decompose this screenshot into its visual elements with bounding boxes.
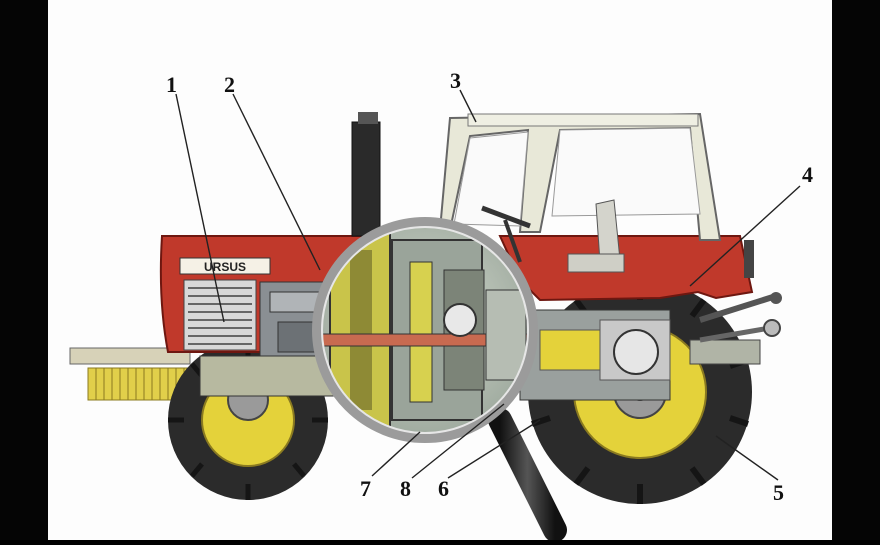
callouts: 1 2 3 4 5 6 7 8 (166, 68, 813, 505)
leader-line-2 (232, 93, 321, 271)
label-1: 1 (166, 72, 177, 97)
leader-lines (175, 89, 801, 481)
label-8: 8 (400, 476, 411, 501)
hood-logo: URSUS (204, 260, 246, 274)
leader-line-5 (715, 435, 779, 481)
label-3: 3 (450, 68, 461, 93)
label-4: 4 (802, 162, 813, 187)
leader-line-6 (447, 419, 541, 479)
leader-line-4 (689, 185, 801, 287)
leader-line-1 (175, 93, 225, 323)
left-letterbox (0, 0, 48, 540)
leader-line-8 (411, 403, 505, 479)
right-letterbox (832, 0, 880, 540)
transmission-housing (469, 309, 671, 401)
label-7: 7 (360, 476, 371, 501)
label-5: 5 (773, 480, 784, 505)
exhaust-pipe (351, 112, 381, 237)
leader-line-7 (371, 431, 421, 477)
cab (438, 112, 754, 302)
label-6: 6 (438, 476, 449, 501)
diagram-canvas: URSUS (48, 0, 832, 542)
tractor-diagram: URSUS (69, 68, 813, 542)
rear-hitch (689, 240, 782, 365)
magnifier (312, 217, 567, 542)
leader-line-3 (459, 89, 477, 123)
label-2: 2 (224, 72, 235, 97)
